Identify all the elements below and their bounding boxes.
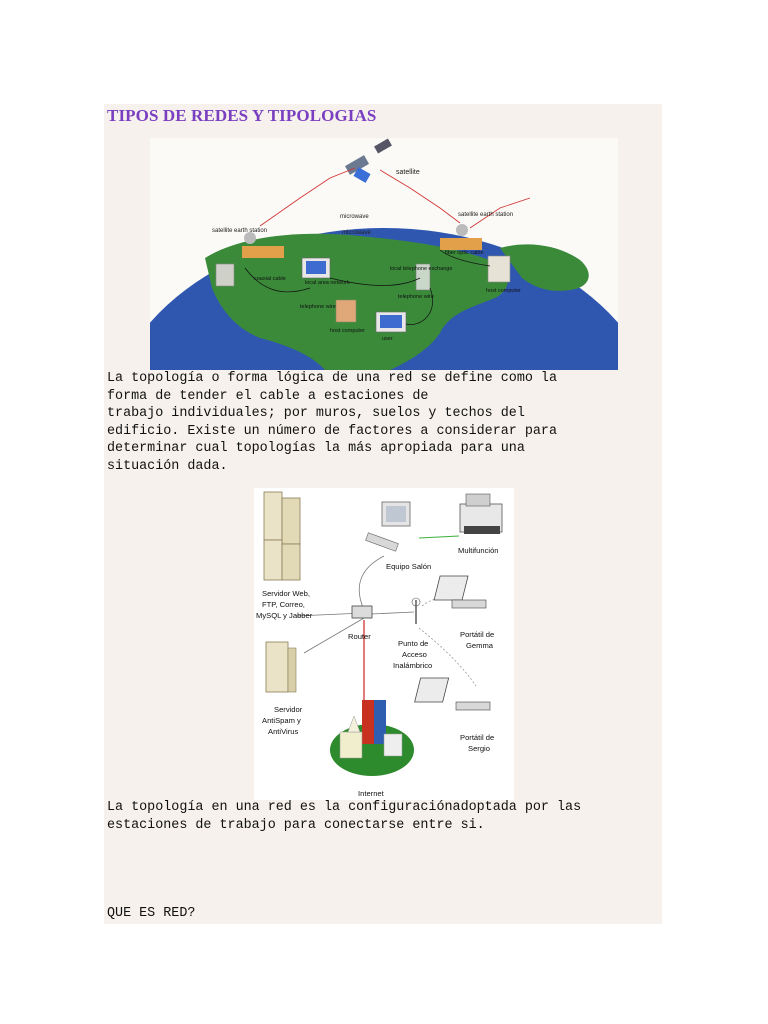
label-multifuncion: Multifunción bbox=[458, 546, 499, 555]
p1-line: trabajo individuales; por muros, suelos … bbox=[107, 406, 525, 422]
server-web-icon bbox=[263, 491, 301, 581]
page-title: TIPOS DE REDES Y TIPOLOGIAS bbox=[107, 106, 377, 125]
label-internet: Internet bbox=[358, 789, 385, 798]
printer-icon bbox=[459, 493, 503, 534]
label-punto-3: Inalámbrico bbox=[393, 661, 432, 670]
label-servers-2: FTP, Correo, bbox=[262, 600, 305, 609]
p1-line: edificio. Existe un número de factores a… bbox=[107, 423, 557, 439]
label-earth-station-left: satellite earth station bbox=[212, 228, 267, 234]
earth-station-left-building bbox=[242, 246, 284, 258]
host-computer-right-icon bbox=[487, 255, 511, 283]
laptop-gemma-icon bbox=[433, 575, 487, 609]
label-gemma-1: Portátil de bbox=[460, 630, 494, 639]
router-icon bbox=[351, 605, 373, 619]
laptop-sergio-icon bbox=[414, 677, 491, 711]
paragraph-1: La topología o forma lógica de una red s… bbox=[107, 370, 557, 476]
label-equipo: Equipo Salón bbox=[386, 562, 431, 571]
label-microwave-top: microwave bbox=[340, 214, 369, 220]
network-globe-illustration: satellite satellite earth station satell… bbox=[150, 138, 618, 370]
label-router: Router bbox=[348, 632, 371, 641]
p2-line: estaciones de trabajo para conectarse en… bbox=[107, 817, 485, 833]
label-user: user bbox=[382, 336, 393, 342]
label-telephone-wire: telephone wire bbox=[300, 304, 336, 310]
label-satellite: satellite bbox=[396, 169, 420, 176]
internet-city-icon bbox=[330, 700, 414, 776]
label-telephone-wire-2: telephone wire bbox=[398, 294, 434, 300]
label-servers-3: MySQL y Jabber bbox=[256, 611, 313, 620]
label-antispam-3: AntiVirus bbox=[268, 727, 298, 736]
server-antispam-icon bbox=[265, 641, 297, 693]
desktop-computer-icon bbox=[365, 501, 411, 552]
section-question: QUE ES RED? bbox=[107, 906, 196, 921]
label-antispam-1: Servidor bbox=[274, 705, 303, 714]
label-sergio-1: Portátil de bbox=[460, 733, 494, 742]
host-computer-left-icon bbox=[215, 263, 235, 287]
dish-left-icon bbox=[244, 232, 256, 244]
network-topology-diagram: Servidor Web, FTP, Correo, MySQL y Jabbe… bbox=[254, 488, 514, 800]
access-point-icon bbox=[411, 597, 421, 624]
p1-line: forma de tender el cable a estaciones de bbox=[107, 388, 429, 404]
label-exchange: local telephone exchange bbox=[390, 266, 452, 272]
label-earth-station-right: satellite earth station bbox=[458, 212, 513, 218]
label-host-2: host computer bbox=[330, 328, 365, 334]
label-fiber: fiber optic cable bbox=[445, 250, 484, 256]
label-gemma-2: Gemma bbox=[466, 641, 494, 650]
label-lan: local area network bbox=[305, 280, 350, 286]
label-servers-1: Servidor Web, bbox=[262, 589, 310, 598]
p1-line: situación dada. bbox=[107, 458, 228, 474]
label-punto-1: Punto de bbox=[398, 639, 428, 648]
label-host: host computer bbox=[486, 288, 521, 294]
p1-line: La topología o forma lógica de una red s… bbox=[107, 371, 557, 386]
exchange-icon bbox=[415, 263, 431, 291]
p1-line: determinar cual topologías la más apropi… bbox=[107, 441, 525, 457]
document-page: TIPOS DE REDES Y TIPOLOGIAS satellite sa… bbox=[104, 104, 662, 924]
host-computer-bottom-icon bbox=[335, 299, 357, 323]
label-coaxial: coaxial cable bbox=[254, 276, 286, 282]
p2-line: La topología en una red es la configurac… bbox=[107, 800, 582, 815]
label-microwave: microwave bbox=[342, 230, 371, 236]
earth-station-right-building bbox=[440, 238, 482, 250]
dish-right-icon bbox=[456, 224, 468, 236]
label-antispam-2: AntiSpam y bbox=[262, 716, 301, 725]
paragraph-2: La topología en una red es la configurac… bbox=[107, 799, 581, 834]
continent bbox=[205, 233, 508, 370]
label-punto-2: Acceso bbox=[402, 650, 427, 659]
label-sergio-2: Sergio bbox=[468, 744, 490, 753]
continent-east bbox=[500, 244, 589, 291]
